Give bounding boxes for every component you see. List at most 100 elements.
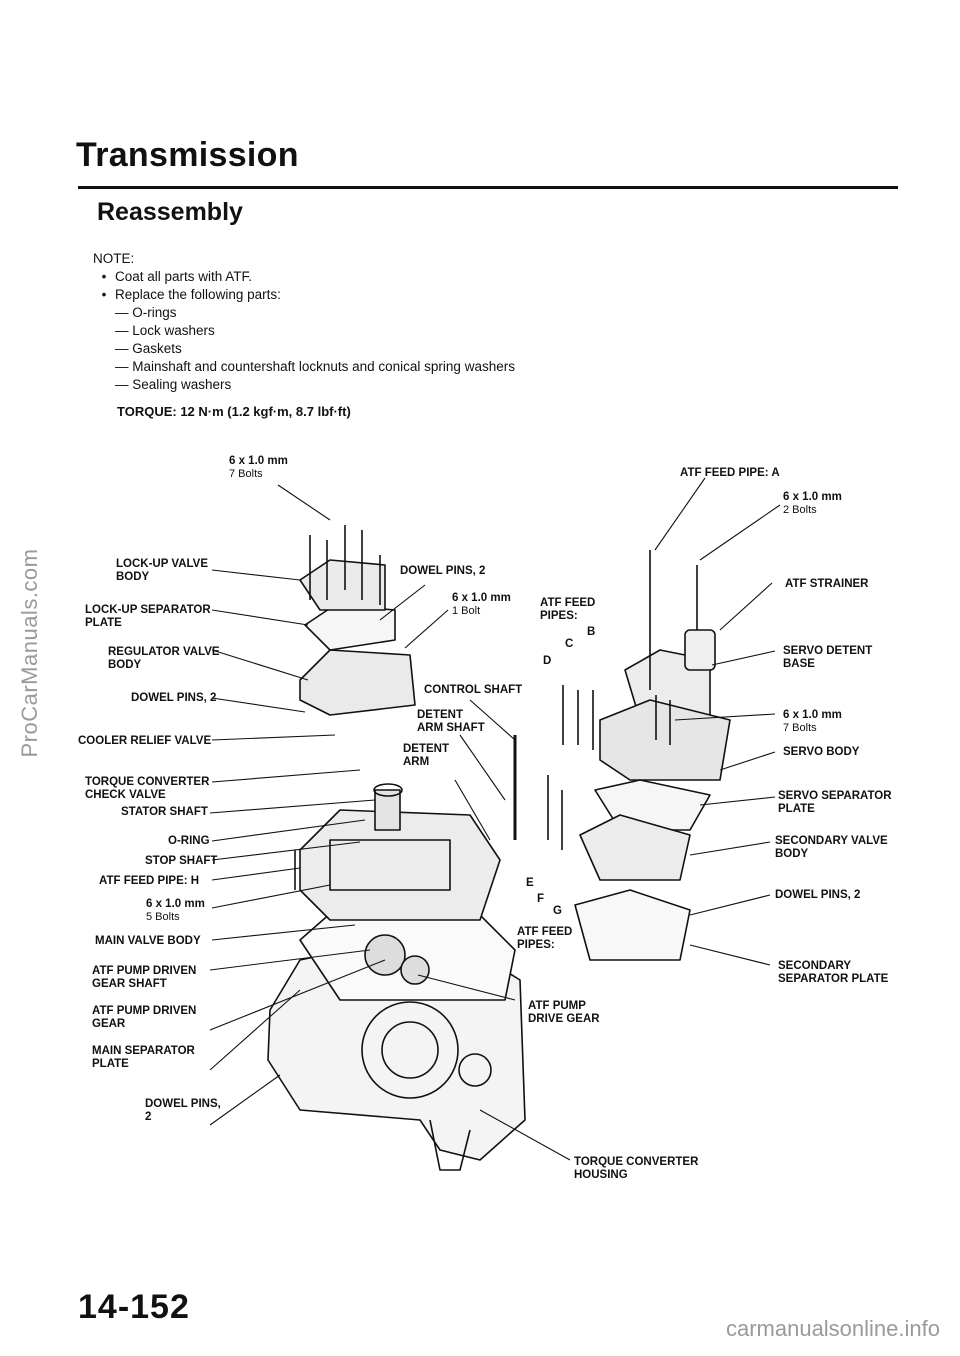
replace-part: — Lock washers — [115, 323, 215, 338]
lockup-separator-plate — [304, 604, 396, 651]
label-atf-feed-pipe-a: ATF FEED PIPE: A — [680, 467, 780, 479]
label-line: ATF FEED — [517, 926, 573, 938]
servo-body — [599, 699, 731, 781]
notes-block: NOTE: • Coat all parts with ATF. •Replace… — [93, 250, 515, 394]
housing-bore-inner — [381, 1021, 439, 1079]
stator-shaft-top — [373, 783, 403, 797]
label-line: DRIVE GEAR — [528, 1013, 600, 1025]
label-line: SERVO SEPARATOR — [778, 790, 892, 802]
replace-part: — Gaskets — [115, 341, 182, 356]
label-detent-arm-shaft: DETENT ARM SHAFT — [417, 709, 485, 735]
label-servo-separator-plate: SERVO SEPARATOR PLATE — [778, 790, 892, 816]
label-line: ARM — [403, 756, 430, 768]
atf-strainer — [684, 629, 716, 671]
housing-bore — [361, 1001, 459, 1099]
label-line: DOWEL PINS, — [145, 1098, 221, 1110]
label-lockup-separator-plate: LOCK-UP SEPARATOR PLATE — [85, 604, 211, 630]
label-lockup-valve-body: LOCK-UP VALVE BODY — [116, 558, 208, 584]
bolt-size-text: 6 x 1.0 mm — [229, 455, 288, 467]
label-line: REGULATOR VALVE — [108, 646, 220, 658]
regulator-valve-body — [299, 649, 416, 716]
replace-part: — Sealing washers — [115, 377, 232, 392]
label-line: PIPES: — [517, 939, 555, 951]
label-bolts-right-top: 6 x 1.0 mm 2 Bolts — [783, 491, 842, 517]
label-line: 2 — [145, 1111, 152, 1123]
label-line: ATF PUMP DRIVEN — [92, 1005, 197, 1017]
label-dowel-pins-mid: DOWEL PINS, 2 — [131, 692, 217, 704]
bolt-size-text: 6 x 1.0 mm — [146, 898, 205, 910]
note-bullet: •Replace the following parts: — [93, 286, 515, 304]
label-control-shaft: CONTROL SHAFT — [424, 684, 523, 696]
label-tc-housing: TORQUE CONVERTER HOUSING — [574, 1156, 698, 1182]
label-bolts-top: 6 x 1.0 mm 7 Bolts — [229, 455, 288, 481]
replace-part: — Mainshaft and countershaft locknuts an… — [115, 359, 515, 374]
label-line: PLATE — [778, 803, 815, 815]
page-number: 14-152 — [78, 1288, 190, 1326]
label-atf-feed-pipes-bcd: ATF FEED PIPES: — [540, 597, 595, 623]
replace-part: — O-rings — [115, 305, 177, 320]
label-atf-feed-pipes-efg: ATF FEED PIPES: — [517, 926, 572, 952]
label-dowel-pins-top: DOWEL PINS, 2 — [400, 565, 486, 577]
bullet-icon: • — [101, 269, 107, 284]
footer-watermark: carmanualsonline.info — [725, 1316, 940, 1341]
label-line: ATF PUMP DRIVEN — [92, 965, 197, 977]
label-secondary-separator-plate: SECONDARY SEPARATOR PLATE — [778, 960, 888, 986]
label-line: LOCK-UP VALVE — [116, 558, 209, 570]
label-line: DETENT — [417, 709, 463, 721]
note-text: Replace the following parts: — [115, 287, 281, 302]
label-line: HOUSING — [574, 1169, 628, 1181]
title-divider — [78, 186, 898, 189]
stator-shaft — [374, 789, 401, 831]
label-line: BODY — [775, 848, 809, 860]
label-main-valve-body: MAIN VALVE BODY — [95, 935, 201, 947]
label-cooler-relief-valve: COOLER RELIEF VALVE — [78, 735, 212, 747]
torque-spec: TORQUE: 12 N·m (1.2 kgf·m, 8.7 lbf·ft) — [117, 404, 351, 419]
main-valve-detail — [329, 839, 451, 891]
atf-pump-drive-gear — [400, 955, 430, 985]
label-atf-feed-pipe-h: ATF FEED PIPE: H — [99, 875, 200, 887]
label-detent-arm: DETENT ARM — [403, 743, 449, 769]
label-regulator-valve-body: REGULATOR VALVE BODY — [108, 646, 220, 672]
label-line: PLATE — [92, 1058, 129, 1070]
notes-heading: NOTE: — [93, 251, 135, 266]
housing-bore-small — [458, 1053, 492, 1087]
section-title: Reassembly — [97, 198, 243, 226]
housing-boss — [429, 1119, 471, 1171]
label-main-separator-plate: MAIN SEPARATOR PLATE — [92, 1045, 195, 1071]
note-text: Coat all parts with ATF. — [115, 269, 253, 284]
label-dowel-pins-right: DOWEL PINS, 2 — [775, 889, 861, 901]
note-bullet: • Coat all parts with ATF. — [93, 268, 515, 286]
secondary-separator-plate — [574, 889, 691, 961]
label-line: GEAR SHAFT — [92, 978, 167, 990]
bolt-count-text: 1 Bolt — [452, 605, 481, 617]
label-o-ring: O-RING — [168, 835, 210, 847]
label-letter-f: F — [537, 893, 545, 905]
label-line: BODY — [108, 659, 142, 671]
label-line: TORQUE CONVERTER — [85, 776, 210, 788]
bolt-size-text: 6 x 1.0 mm — [783, 491, 842, 503]
secondary-valve-body — [579, 814, 691, 881]
label-bolts-five: 6 x 1.0 mm 5 Bolts — [146, 898, 205, 924]
label-line: ATF PUMP — [528, 1000, 586, 1012]
label-dowel-pins-bottom: DOWEL PINS, 2 — [145, 1098, 221, 1124]
label-line: TORQUE CONVERTER — [574, 1156, 699, 1168]
label-line: CHECK VALVE — [85, 789, 166, 801]
label-tc-check-valve: TORQUE CONVERTER CHECK VALVE — [85, 776, 209, 802]
label-servo-detent-base: SERVO DETENT BASE — [783, 645, 872, 671]
label-letter-d: D — [543, 655, 552, 667]
page-title: Transmission — [76, 136, 299, 174]
label-bolt-one: 6 x 1.0 mm 1 Bolt — [452, 592, 511, 618]
label-line: ATF FEED — [540, 597, 596, 609]
label-line: BODY — [116, 571, 150, 583]
label-atf-pump-drive-gear: ATF PUMP DRIVE GEAR — [528, 1000, 600, 1026]
label-line: SECONDARY — [778, 960, 852, 972]
label-line: SERVO DETENT — [783, 645, 873, 657]
lockup-valve-body — [299, 559, 386, 611]
label-line: SEPARATOR PLATE — [778, 973, 889, 985]
label-line: DETENT — [403, 743, 449, 755]
main-valve-body — [299, 809, 501, 921]
label-atf-pump-driven-gear-shaft: ATF PUMP DRIVEN GEAR SHAFT — [92, 965, 196, 991]
bolt-count-text: 7 Bolts — [783, 722, 817, 734]
label-atf-pump-driven-gear: ATF PUMP DRIVEN GEAR — [92, 1005, 196, 1031]
